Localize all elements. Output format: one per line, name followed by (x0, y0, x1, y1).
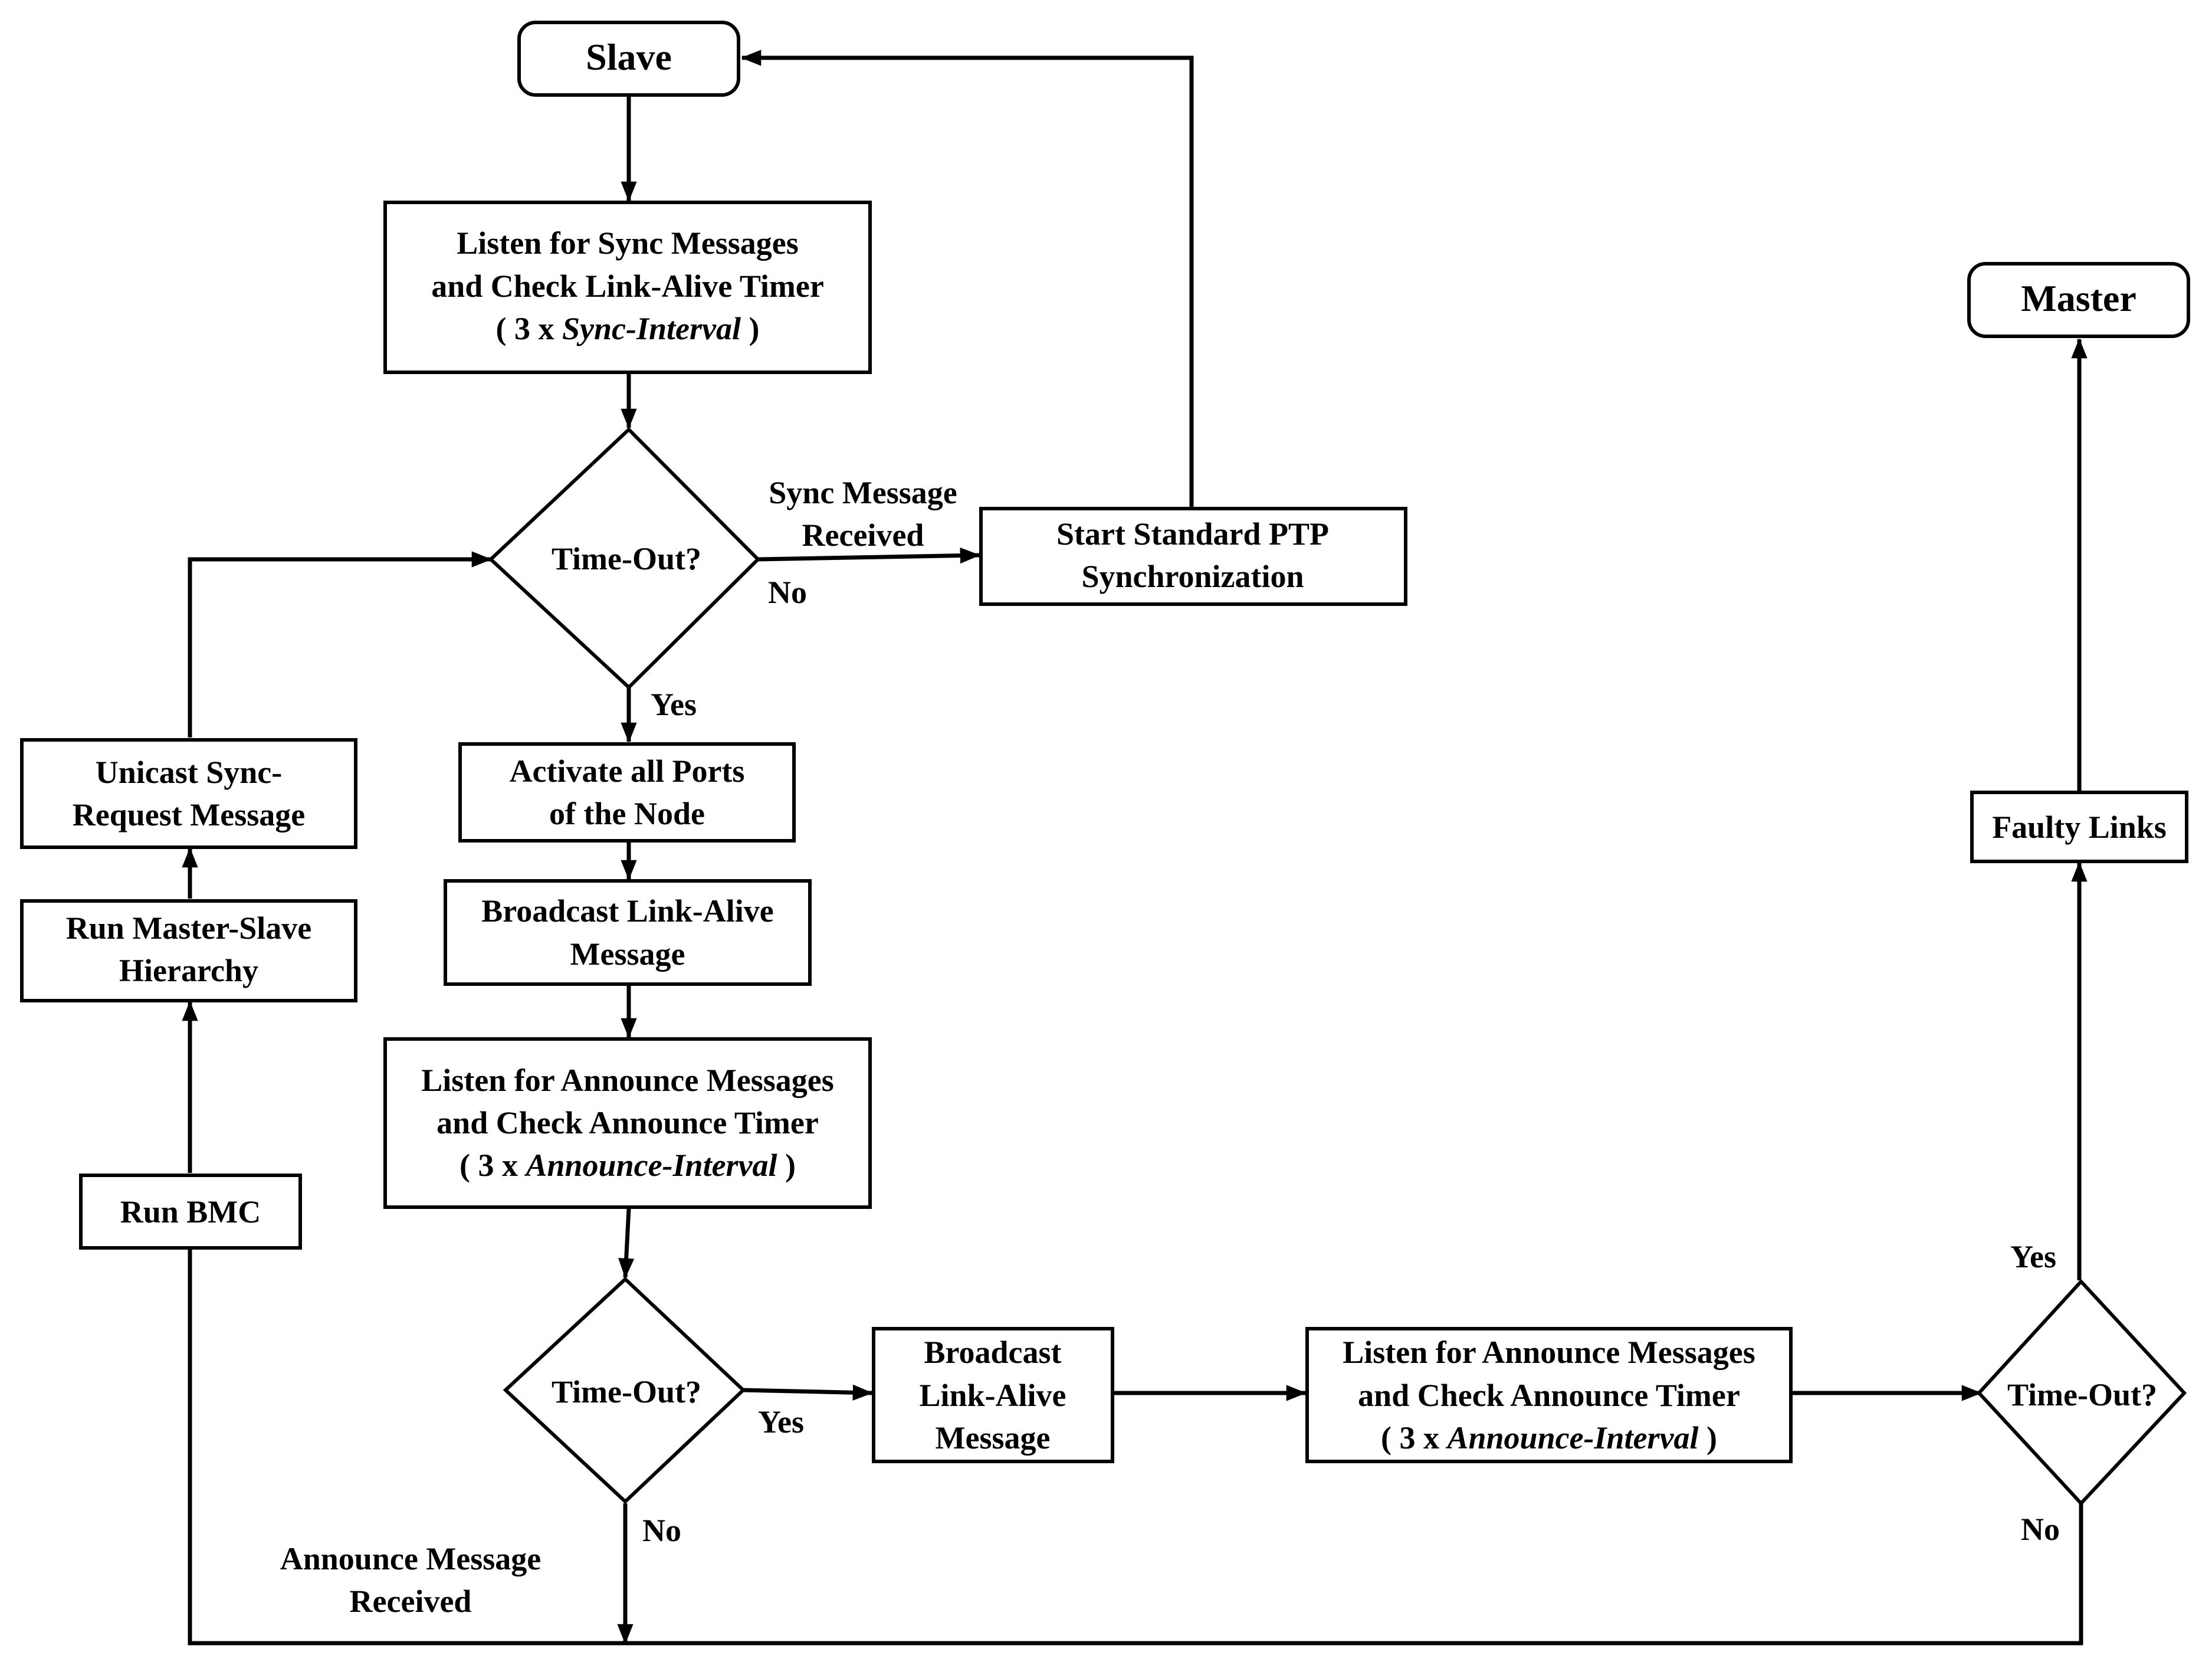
master-node: Master (1967, 262, 2190, 338)
listen-sync-box: Listen for Sync Messages and Check Link-… (383, 201, 872, 374)
broadcast-2-line1: Broadcast (924, 1335, 1061, 1370)
arrow-unicast-to-timeout (188, 551, 492, 738)
arrow-start-ptp-to-slave (741, 50, 1194, 507)
slave-node: Slave (517, 21, 740, 97)
label-received: Received (802, 517, 924, 553)
broadcast-1-line1: Broadcast Link-Alive (481, 893, 774, 929)
listen-announce-box-2: Listen for Announce Messages and Check A… (1305, 1327, 1793, 1463)
faulty-links-box: Faulty Links (1970, 791, 2188, 863)
run-master-slave-hierarchy-box: Run Master-Slave Hierarchy (20, 899, 357, 1002)
start-ptp-line2: Synchronization (1081, 559, 1304, 594)
unicast-sync-request-box: Unicast Sync- Request Message (20, 738, 357, 849)
unicast-line2: Request Message (73, 797, 305, 832)
listen-announce-1-line1: Listen for Announce Messages (421, 1063, 834, 1098)
label-no-2: No (642, 1513, 681, 1548)
arrow-timeout-3-no-to-run-bmc (182, 1215, 2083, 1646)
activate-ports-line2: of the Node (549, 796, 705, 831)
timeout-1-label: Time-Out? (552, 541, 701, 576)
listen-announce-1-line2: and Check Announce Timer (437, 1105, 819, 1140)
unicast-line1: Unicast Sync- (96, 755, 283, 790)
timeout-3-label: Time-Out? (2007, 1377, 2157, 1412)
listen-announce-box-1: Listen for Announce Messages and Check A… (383, 1037, 872, 1209)
broadcast-link-alive-box: Broadcast Link-Alive Message (444, 879, 812, 986)
start-ptp-box: Start Standard PTP Synchronization (979, 507, 1407, 606)
start-ptp-line1: Start Standard PTP (1056, 516, 1329, 552)
label-yes-3: Yes (2010, 1239, 2056, 1274)
master-label: Master (2021, 277, 2136, 319)
activate-ports-line1: Activate all Ports (510, 753, 745, 789)
faulty-links-label: Faulty Links (1992, 809, 2167, 845)
broadcast-2-line3: Message (936, 1420, 1051, 1456)
listen-announce-2-line1: Listen for Announce Messages (1343, 1335, 1755, 1370)
edge-labels: Sync Message Received No Yes Yes No Yes … (280, 475, 2060, 1619)
broadcast-link-alive-box-2: Broadcast Link-Alive Message (872, 1327, 1114, 1463)
arrow-timeout-to-broadcast-2 (743, 1384, 873, 1401)
run-bmc-label: Run BMC (120, 1194, 261, 1230)
listen-sync-line3: ( 3 x Sync-Interval ) (496, 311, 760, 346)
arrow-timeout-to-start-ptp (757, 548, 980, 564)
listen-announce-1-line3: ( 3 x Announce-Interval ) (460, 1148, 796, 1183)
timeout-decision-3: Time-Out? (1976, 1279, 2187, 1506)
listen-announce-2-line2: and Check Announce Timer (1358, 1378, 1740, 1413)
label-announce-received: Received (350, 1584, 472, 1619)
label-no-1: No (768, 575, 807, 610)
timeout-2-label: Time-Out? (552, 1374, 701, 1410)
label-yes-2: Yes (758, 1404, 804, 1440)
connectors (182, 50, 2088, 1646)
label-announce-message: Announce Message (280, 1541, 541, 1576)
timeout-decision-1: Time-Out? (488, 427, 761, 690)
label-sync-message: Sync Message (769, 475, 957, 510)
broadcast-2-line2: Link-Alive (919, 1378, 1066, 1413)
arrow-listen-announce-to-timeout (618, 1208, 635, 1279)
listen-sync-line1: Listen for Sync Messages (457, 225, 798, 261)
broadcast-1-line2: Message (570, 936, 685, 972)
label-no-3: No (2021, 1512, 2060, 1547)
hierarchy-line1: Run Master-Slave (66, 910, 311, 946)
hierarchy-line2: Hierarchy (119, 953, 258, 988)
label-yes-1: Yes (651, 687, 697, 722)
listen-sync-line2: and Check Link-Alive Timer (431, 268, 824, 304)
slave-label: Slave (586, 36, 672, 78)
timeout-decision-2: Time-Out? (503, 1276, 746, 1505)
run-bmc-box: Run BMC (79, 1174, 302, 1250)
activate-ports-box: Activate all Ports of the Node (458, 742, 796, 843)
listen-announce-2-line3: ( 3 x Announce-Interval ) (1381, 1420, 1717, 1456)
